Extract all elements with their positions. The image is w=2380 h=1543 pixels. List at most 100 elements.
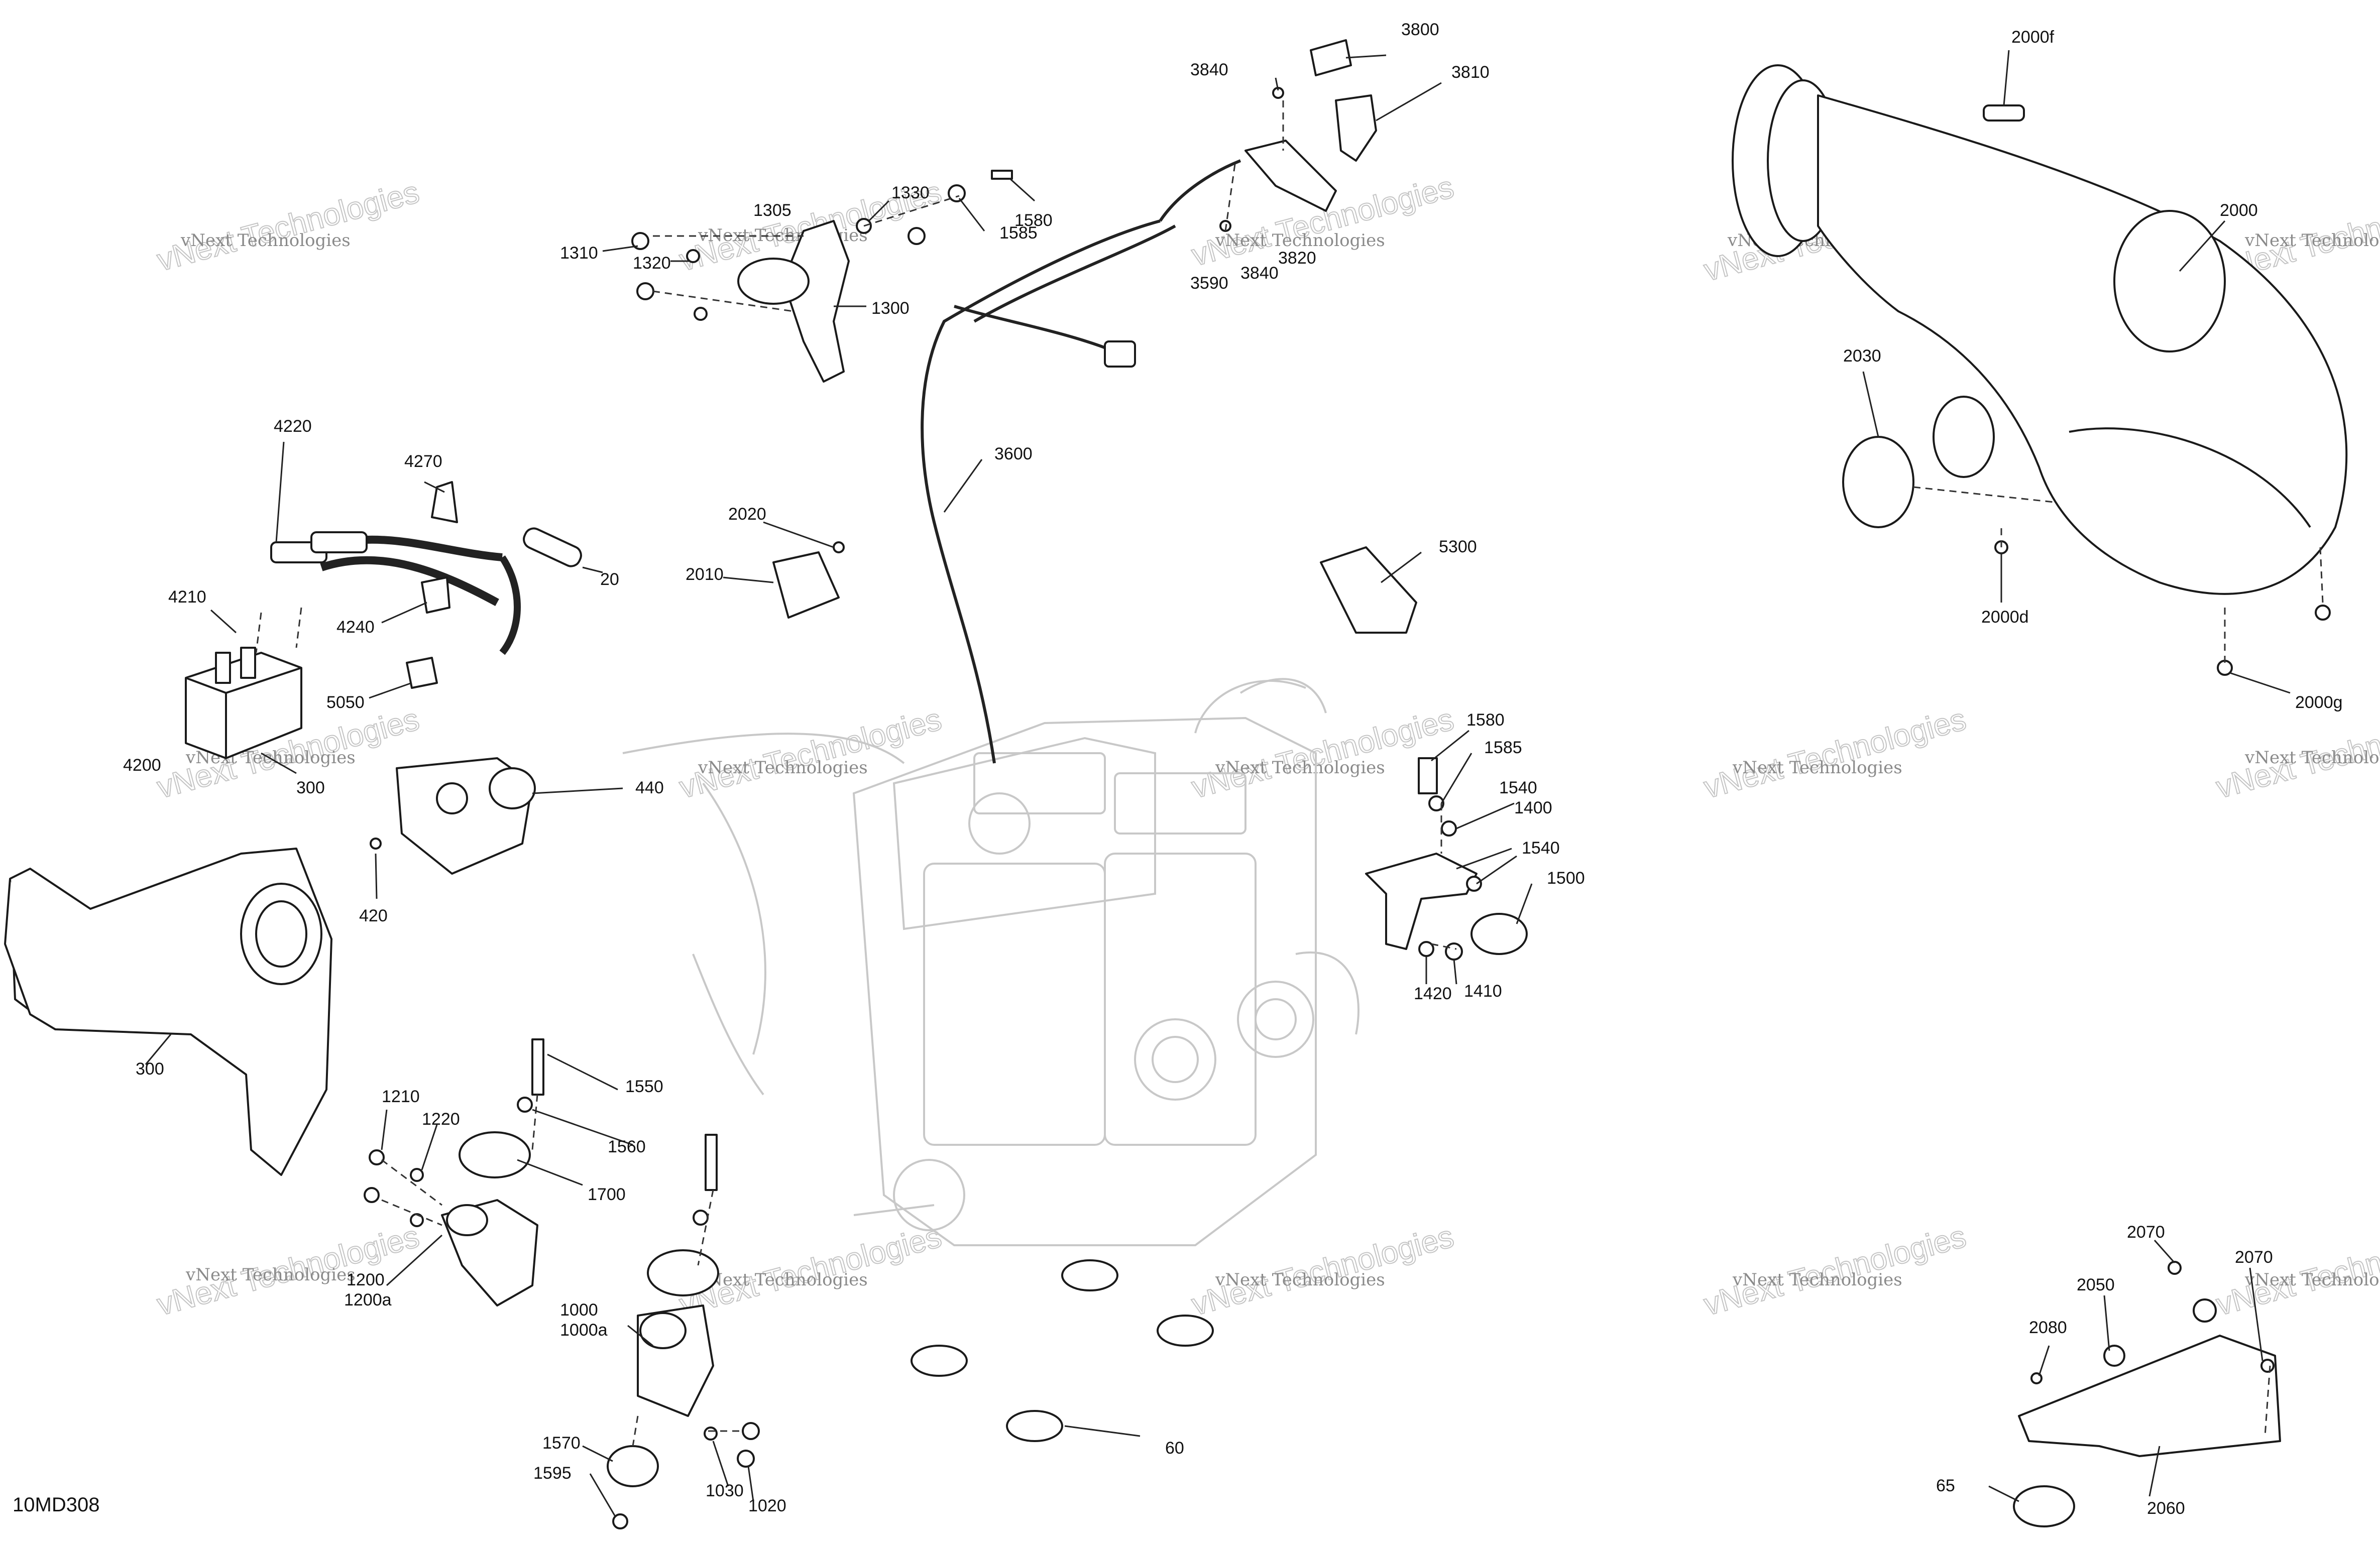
callout-3600: 3600	[994, 444, 1033, 463]
svg-text:vNext Technologies: vNext Technologies	[698, 1270, 868, 1290]
svg-text:vNext Technologies: vNext Technologies	[676, 702, 945, 805]
callout-1330: 1330	[891, 183, 930, 202]
callout-2000g: 2000g	[2295, 693, 2343, 712]
connector-4240	[421, 576, 450, 614]
ignition-module-4200	[185, 647, 302, 759]
cover-300	[4, 848, 332, 1176]
callout-3810: 3810	[1451, 63, 1490, 82]
svg-text:vNext Technologies: vNext Technologies	[185, 1265, 356, 1285]
screw-2000g	[2217, 660, 2233, 676]
bracket-1300	[737, 220, 850, 383]
callout-4240: 4240	[336, 618, 375, 637]
callout-1500: 1500	[1547, 869, 1585, 888]
engine-bracket-1000	[637, 1304, 714, 1417]
bracket-2010	[772, 551, 840, 619]
svg-text:vNext Technologies: vNext Technologies	[2244, 1270, 2380, 1290]
bolt-1410	[1445, 942, 1463, 961]
callout-1200: 1200	[347, 1270, 385, 1289]
callout-3820: 3820	[1278, 249, 1316, 268]
callout-300: 300	[136, 1059, 164, 1079]
cover-5300	[1320, 546, 1417, 634]
plug-60b	[1006, 1410, 1063, 1442]
callout-4270: 4270	[404, 452, 442, 471]
watermark: vNext Technologies vNext Technologies	[153, 174, 423, 279]
bolt-1580	[991, 170, 1013, 180]
callout-1540: 1540	[1522, 839, 1560, 858]
callout-2070: 2070	[2235, 1248, 2273, 1267]
plug-60d	[1157, 1315, 1214, 1347]
plug-60c	[1061, 1259, 1118, 1291]
callout-2070: 2070	[2127, 1223, 2165, 1242]
clip-3800	[1310, 39, 1352, 76]
actuator-440	[396, 757, 536, 875]
callout-1595: 1595	[533, 1464, 572, 1483]
cap-2000f	[1983, 104, 2025, 122]
callout-1410: 1410	[1464, 982, 1502, 1001]
assembly-lines	[255, 100, 2324, 1447]
callout-1305: 1305	[753, 201, 791, 220]
washer-1030	[704, 1427, 718, 1441]
callout-1540: 1540	[1499, 778, 1537, 797]
callout-1030: 1030	[706, 1481, 744, 1500]
callout-1550: 1550	[625, 1077, 663, 1096]
washer-1560b	[693, 1210, 709, 1226]
damper-1700b	[647, 1249, 719, 1296]
svg-text:vNext Technologies: vNext Technologies	[1188, 702, 1457, 805]
mounting-plate-2060	[2018, 1298, 2281, 1457]
screw-2000g-b	[2315, 605, 2331, 621]
callout-3590: 3590	[1190, 274, 1228, 293]
callout-1700: 1700	[588, 1185, 626, 1204]
callout-3840: 3840	[1240, 264, 1279, 283]
plug-60a	[911, 1345, 968, 1377]
bolt-1210	[369, 1149, 385, 1165]
callout-3840: 3840	[1190, 60, 1228, 79]
washer-1585b	[1428, 795, 1444, 811]
callout-2000: 2000	[2220, 201, 2258, 220]
callout-1580: 1580	[1466, 710, 1505, 730]
grommet-1570	[607, 1445, 659, 1487]
svg-text:vNext Technologies: vNext Technologies	[2244, 748, 2380, 768]
callout-440: 440	[635, 778, 664, 797]
callout-1585: 1585	[1484, 738, 1522, 757]
diagram-id: 10MD308	[13, 1494, 99, 1516]
callout-300: 300	[296, 778, 325, 797]
svg-text:vNext Technologies: vNext Technologies	[1215, 758, 1385, 778]
nut-1595	[612, 1513, 628, 1529]
screw-2020	[833, 541, 845, 553]
coil-harness-4220	[270, 531, 521, 655]
bolt-1550	[531, 1038, 544, 1096]
washer-1320b	[694, 307, 708, 321]
callout-1320: 1320	[633, 254, 671, 273]
callout-2030: 2030	[1843, 346, 1881, 366]
callout-2020: 2020	[728, 505, 766, 524]
callout-5050: 5050	[326, 693, 365, 712]
screw-2070	[2168, 1261, 2182, 1275]
bolt-1310	[631, 232, 649, 250]
callout-1000a: 1000a	[560, 1321, 608, 1340]
callout-1200a: 1200a	[344, 1290, 392, 1310]
callout-1210: 1210	[382, 1087, 420, 1106]
svg-text:vNext Technologies: vNext Technologies	[2244, 230, 2380, 251]
bolt-1310b	[636, 282, 654, 300]
bolt-1210b	[364, 1187, 380, 1203]
callout-2000f: 2000f	[2011, 28, 2055, 47]
svg-text:vNext Technologies: vNext Technologies	[154, 175, 423, 278]
callout-1020: 1020	[748, 1496, 786, 1515]
mount-1500	[1470, 913, 1528, 955]
callout-60: 60	[1165, 1439, 1184, 1458]
watermark: vNext Technologies vNext Technologies	[2212, 701, 2380, 806]
connector	[1104, 340, 1136, 368]
callout-1310: 1310	[560, 244, 598, 263]
sleeve-20	[523, 527, 582, 567]
callout-1580: 1580	[1014, 211, 1053, 230]
callout-420: 420	[359, 906, 388, 925]
nut-1330b	[908, 227, 926, 245]
svg-text:vNext Technologies: vNext Technologies	[1215, 230, 1385, 251]
fastener-420	[370, 838, 382, 850]
callout-65: 65	[1936, 1476, 1955, 1495]
washer-1585	[948, 184, 966, 202]
callout-1560: 1560	[608, 1137, 646, 1156]
engine-ghost-outline	[622, 678, 1359, 1246]
callout-2080: 2080	[2029, 1318, 2067, 1337]
